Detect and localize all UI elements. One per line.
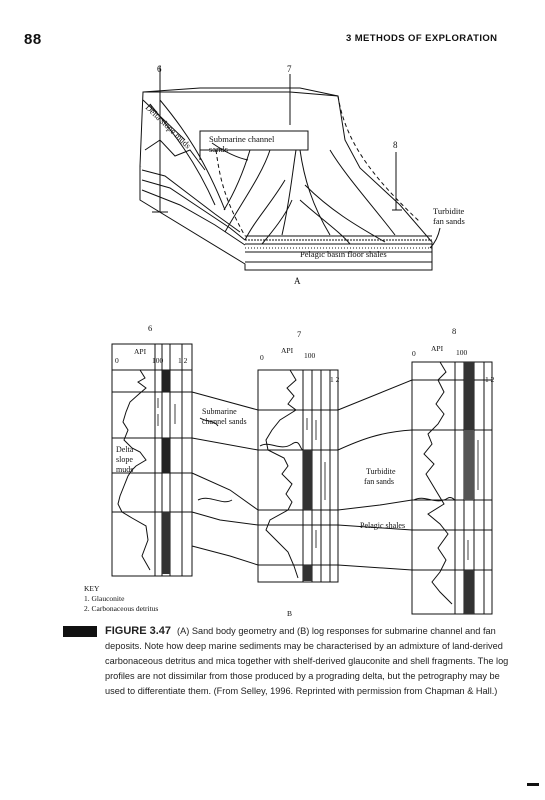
well-7-label-a: 7	[287, 64, 292, 74]
well-7-label-b: 7	[297, 329, 301, 339]
fan-sands-label-a: fan sands	[433, 216, 465, 226]
tick0-8: 0	[412, 349, 416, 358]
channel-label-b-2: channel sands	[202, 417, 247, 426]
submarine-channel-label: Submarine channel	[209, 134, 275, 144]
chapter-heading: 3 METHODS OF EXPLORATION	[346, 33, 498, 44]
figure-a-block-diagram	[139, 66, 441, 271]
well-6-label-b: 6	[148, 323, 152, 333]
key-title: KEY	[84, 584, 100, 593]
well-8-label-b: 8	[452, 326, 456, 336]
tick100-8: 100	[456, 348, 468, 357]
page-edge-mark	[527, 783, 539, 786]
caption-text: (A) Sand body geometry and (B) log respo…	[105, 626, 509, 696]
page-number: 88	[24, 31, 42, 48]
figure-number: FIGURE 3.47	[105, 625, 172, 637]
pelagic-label-b: Pelagic shales	[360, 521, 405, 530]
tick100-7: 100	[304, 351, 316, 360]
tick0-6: 0	[115, 356, 119, 365]
panel-b-label: B	[287, 609, 292, 618]
key-item-1: 1. Glauconite	[84, 594, 125, 603]
panel-a-label: A	[294, 276, 301, 286]
figure-b-labels: 6 7 8 API 0 100 1 2 API 0 100 1 2 API 0 …	[84, 323, 495, 618]
channel-label-b-1: Submarine	[202, 407, 237, 416]
api-label-7: API	[281, 346, 294, 355]
api-label-8: API	[431, 344, 444, 353]
tick100-6: 100	[152, 356, 164, 365]
key-item-2: 2. Carbonaceous detritus	[84, 604, 158, 613]
turbidite-label-b-1: Turbidite	[366, 467, 396, 476]
tick0-7: 0	[260, 353, 264, 362]
figure-caption: FIGURE 3.47(A) Sand body geometry and (B…	[105, 624, 517, 699]
api-label-6: API	[134, 347, 147, 356]
submarine-channel-label-2: sands	[209, 144, 228, 154]
col12-6: 1 2	[178, 356, 188, 365]
delta-label-2: slope	[116, 455, 133, 464]
well-6-label-a: 6	[157, 64, 162, 74]
col12-8: 1 2	[485, 375, 495, 384]
col12-7: 1 2	[330, 375, 340, 384]
basin-floor-label: Pelagic basin floor shales	[300, 249, 387, 259]
caption-marker	[63, 626, 97, 637]
delta-label-1: Delta	[116, 445, 134, 454]
well-8-label-a: 8	[393, 140, 398, 150]
turbidite-label-a: Turbidite	[433, 206, 465, 216]
turbidite-label-b-2: fan sands	[364, 477, 394, 486]
delta-label-3: muds	[116, 465, 133, 474]
figure-b-well-logs	[111, 343, 493, 615]
